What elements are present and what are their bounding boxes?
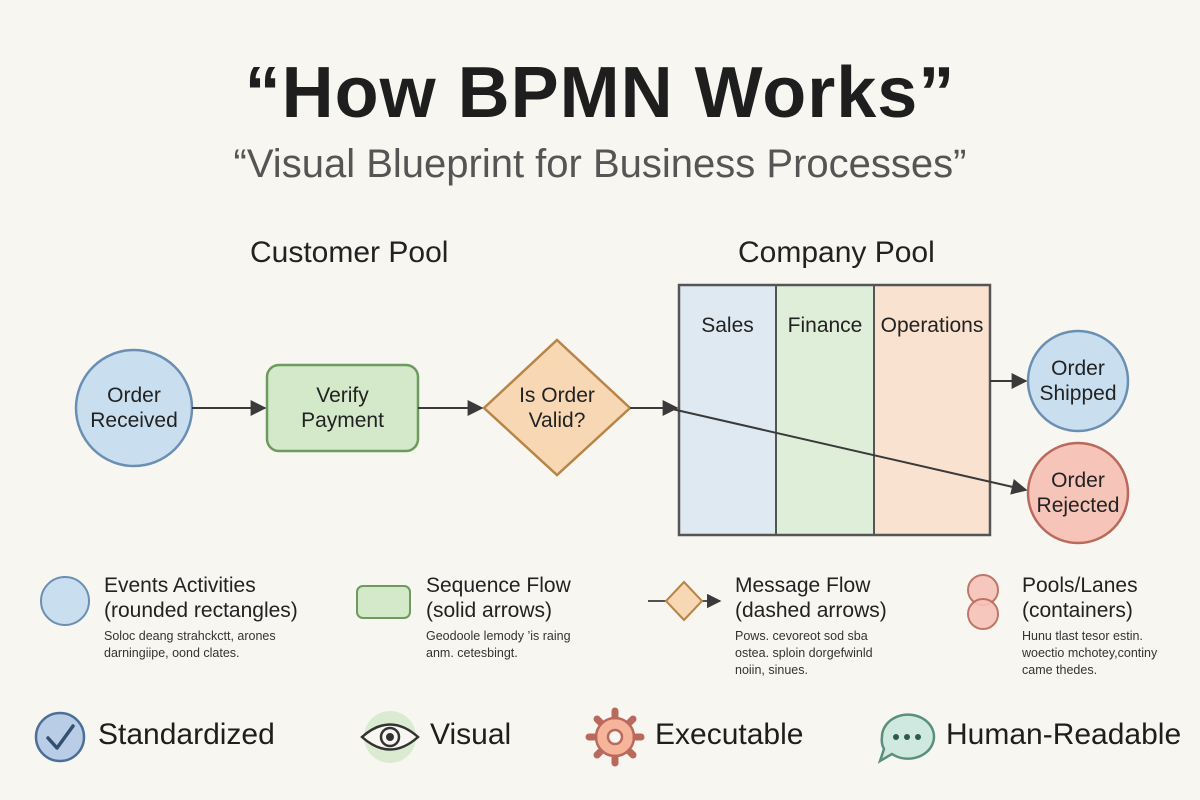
legend-desc: Soloc deang strahckctt, arones darningii… [104,629,276,660]
lane-label-operations: Operations [880,314,984,337]
flow-pool-to-rejected [671,408,1028,495]
customer-pool-label: Customer Pool [250,236,449,269]
gateway-shape [482,338,632,477]
company-pool-label: Company Pool [738,236,935,269]
legend-activity-icon [356,585,411,619]
lane-label-finance: Finance [787,314,863,337]
page-title: “How BPMN Works” [244,53,956,133]
page-subtitle: “Visual Blueprint for Business Processes… [233,142,967,186]
check-circle-icon [34,711,86,763]
lane-finance-bg [776,285,874,535]
legend-gateway-icon [664,580,704,622]
end-rejected-shape [1026,441,1130,545]
legend-event-icon [40,576,90,626]
legend-title: Sequence Flow (solid arrows) [426,574,571,622]
gateway-label: Is Order Valid? [519,384,595,432]
end-rejected-label: Order Rejected [1036,469,1120,517]
feature-human-readable: Human-Readable [946,718,1182,751]
legend-desc: Geodoole lemody ’is raing anm. cetesbing… [426,629,571,660]
legend-title: Pools/Lanes (containers) [1022,574,1138,622]
speech-bubble-icon [877,713,936,764]
lane-label-sales: Sales [701,314,754,337]
feature-executable: Executable [655,718,804,751]
start-event-label: Order Received [90,384,178,432]
legend-pool-icon-bottom [967,598,999,630]
lane-sales-bg [679,285,776,535]
lane-operations-bg [874,285,990,535]
legend-item-sequence-flow: Sequence Flow (solid arrows) Geodoole le… [426,573,626,662]
gear-icon [585,707,645,767]
feature-visual: Visual [430,718,512,751]
legend-item-events: Events Activities (rounded rectangles) S… [104,573,334,662]
legend-desc: Pows. cevoreot sod sba ostea. sploin dor… [735,629,873,677]
legend-desc: Hunu tlast tesor estin. woectio mchotey,… [1022,629,1158,677]
end-shipped-shape [1026,329,1130,433]
eye-icon [360,711,420,763]
legend-item-pools-lanes: Pools/Lanes (containers) Hunu tlast teso… [1022,573,1192,679]
legend-item-message-flow: Message Flow (dashed arrows) Pows. cevor… [735,573,935,679]
legend-title: Message Flow (dashed arrows) [735,574,887,622]
legend-title: Events Activities (rounded rectangles) [104,574,298,622]
feature-standardized: Standardized [98,718,275,751]
end-shipped-label: Order Shipped [1039,357,1117,405]
task-label: Verify Payment [301,384,384,432]
